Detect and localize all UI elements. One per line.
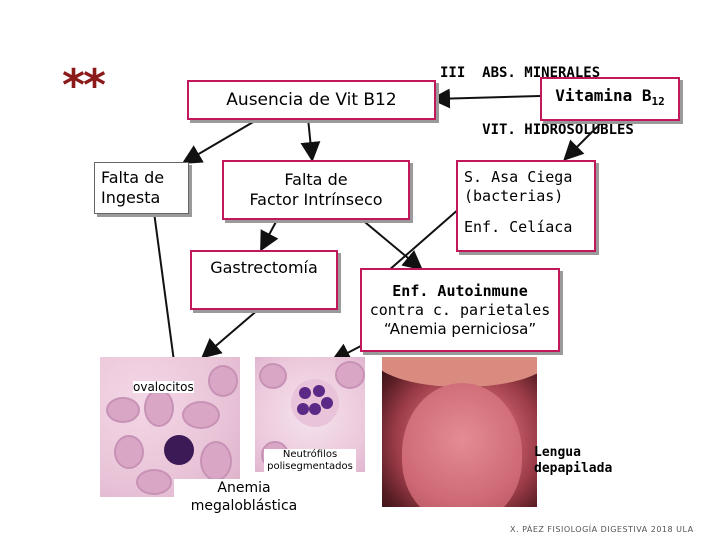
falta-factor-line1: Falta de [224,170,408,190]
arrow-gastrectomia-to-slide [204,302,267,356]
anemia-line2: megaloblástica [174,497,314,515]
vitamin-b12-label: Vitamina B12 [542,86,678,112]
vitamin-label-sub: 12 [652,95,665,108]
asa-line1: S. Asa Ciega [458,168,572,187]
autoinmune-line1: Enf. Autoinmune [362,282,558,301]
gastrectomia-label: Gastrectomía [210,258,318,278]
falta-ingesta-box: Falta de Ingesta [94,162,189,214]
autoinmune-line3: “Anemia perniciosa” [362,320,558,339]
footer-credit: X. PÁEZ FISIOLOGÍA DIGESTIVA 2018 ULA [510,525,694,534]
asa-ciega-box: S. Asa Ciega (bacterias) Enf. Celíaca [456,160,596,252]
ausencia-label: Ausencia de Vit B12 [189,90,434,111]
vitamin-b12-box: Vitamina B12 [540,77,680,121]
falta-factor-box: Falta de Factor Intrínseco [222,160,410,220]
celiaca-label: Enf. Celíaca [458,218,572,237]
anemia-label: Anemia megaloblástica [174,479,314,515]
neutrofilos-line2: polisegmentados [264,461,356,473]
arrow-vitamin-to-asa [566,118,606,158]
lengua-label: Lengua depapilada [534,445,612,477]
neutrofilos-line1: Neutrófilos [264,449,356,461]
falta-ingesta-line2: Ingesta [101,188,188,208]
arrow-vitamin-to-ausencia [434,96,540,99]
gastrectomia-box: Gastrectomía [190,250,338,310]
arrow-factor-to-autoinmune [360,218,420,268]
autoinmune-box: Enf. Autoinmune contra c. parietales “An… [360,268,560,352]
autoinmune-line2: contra c. parietales [362,301,558,320]
lengua-line2: depapilada [534,461,612,477]
arrow-ausencia-to-factor [308,118,312,158]
arrow-factor-to-gastrectomia [262,218,278,248]
lengua-line1: Lengua [534,445,612,461]
neutrofilos-label: Neutrófilos polisegmentados [264,449,356,473]
ovalocyte-smear-image [100,357,240,497]
ausencia-box: Ausencia de Vit B12 [187,80,436,120]
arrow-ausencia-to-ingesta [185,118,260,162]
falta-ingesta-line1: Falta de [101,168,188,188]
depapillated-tongue-image [382,357,537,507]
anemia-line1: Anemia [174,479,314,497]
falta-factor-line2: Factor Intrínseco [224,190,408,210]
asa-line2: (bacterias) [458,187,563,206]
vitamin-label-text: Vitamina B [555,86,651,105]
ovalocitos-label: ovalocitos [133,381,194,393]
